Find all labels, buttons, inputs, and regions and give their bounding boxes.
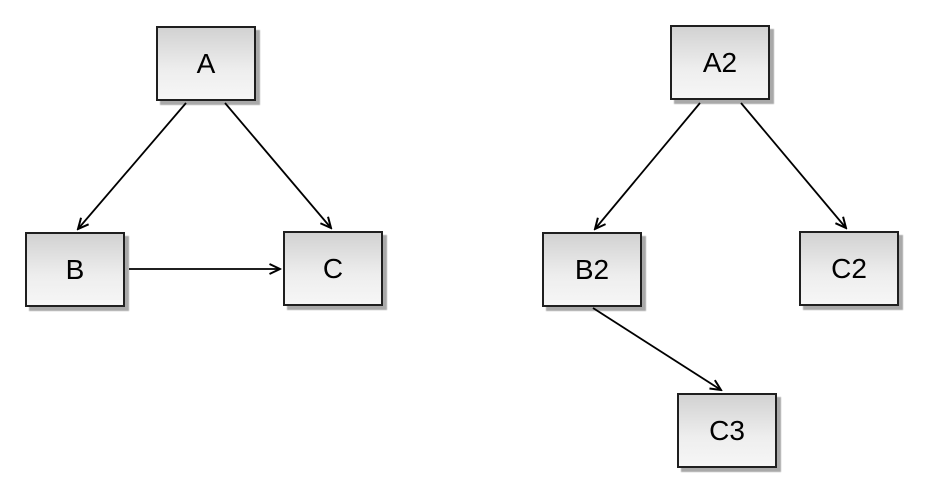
edge-A2-B2: [595, 102, 701, 229]
node-C2: C2: [799, 231, 899, 306]
node-C3: C3: [677, 393, 777, 468]
node-A2-label: A2: [702, 46, 738, 78]
node-A-label: A: [196, 47, 216, 79]
edge-A2-C2: [740, 102, 846, 228]
node-B2: B2: [542, 232, 642, 307]
node-B2-label: B2: [574, 253, 610, 285]
edge-A-C: [224, 102, 331, 228]
node-C2-label: C2: [831, 252, 867, 284]
edge-B2-C3: [592, 307, 721, 390]
node-C: C: [283, 231, 383, 306]
node-C3-label: C3: [709, 414, 745, 446]
node-A: A: [156, 26, 256, 101]
node-C-label: C: [322, 252, 344, 284]
node-A2: A2: [670, 25, 770, 100]
node-B-label: B: [65, 253, 85, 285]
edge-A-B: [78, 102, 187, 229]
node-B: B: [25, 232, 125, 307]
